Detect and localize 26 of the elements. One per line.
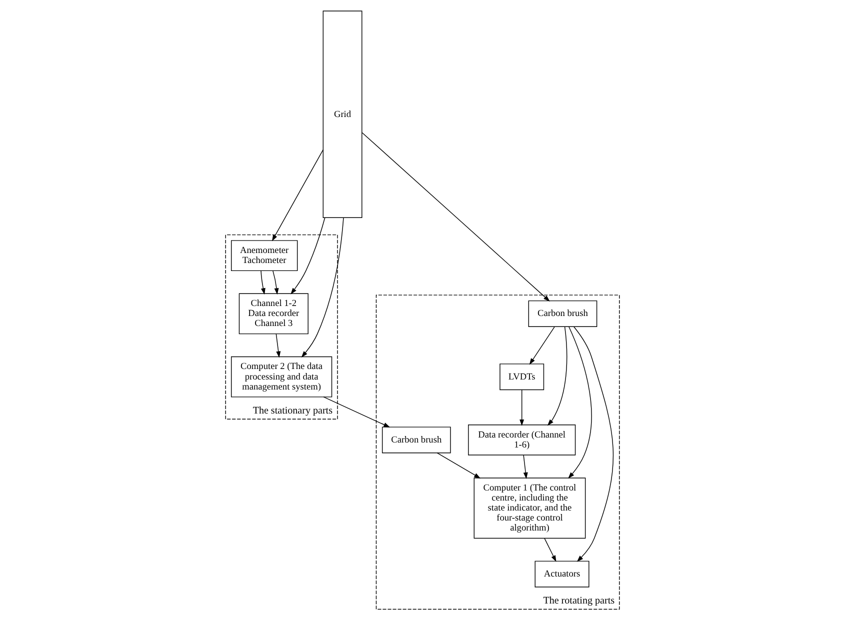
node-box: Computer 2 (The data processing and data management system) [230,356,332,398]
arrow [544,538,556,562]
node-box: Actuators [534,560,590,588]
arrow [547,326,568,426]
arrow [260,270,266,295]
arrow [520,390,524,426]
node-box: LVDTs [500,364,544,390]
node-box: Carbon brush [528,300,598,327]
node-box: Anemometer Tachometer [230,240,298,272]
arrow [568,326,592,479]
arrow [290,217,326,294]
arrow [276,334,281,358]
arrow [574,326,614,562]
arrow [301,217,344,358]
arrow [323,396,390,428]
arrow [362,132,550,302]
node-box: Computer 1 (The control centre, including the state indicator, and the four-stage control algorithm) [474,478,586,539]
arrow [523,454,528,479]
node-box: Channel 1-2 Data recorder Channel 3 [238,293,308,334]
arrow [272,270,279,295]
node-box: Grid [322,10,362,218]
node-box: Data recorder (Channel 1-6) [468,424,576,456]
node-box: Carbon brush [382,426,451,454]
arrow [436,452,481,478]
arrow [529,326,555,365]
arrow [272,149,324,242]
